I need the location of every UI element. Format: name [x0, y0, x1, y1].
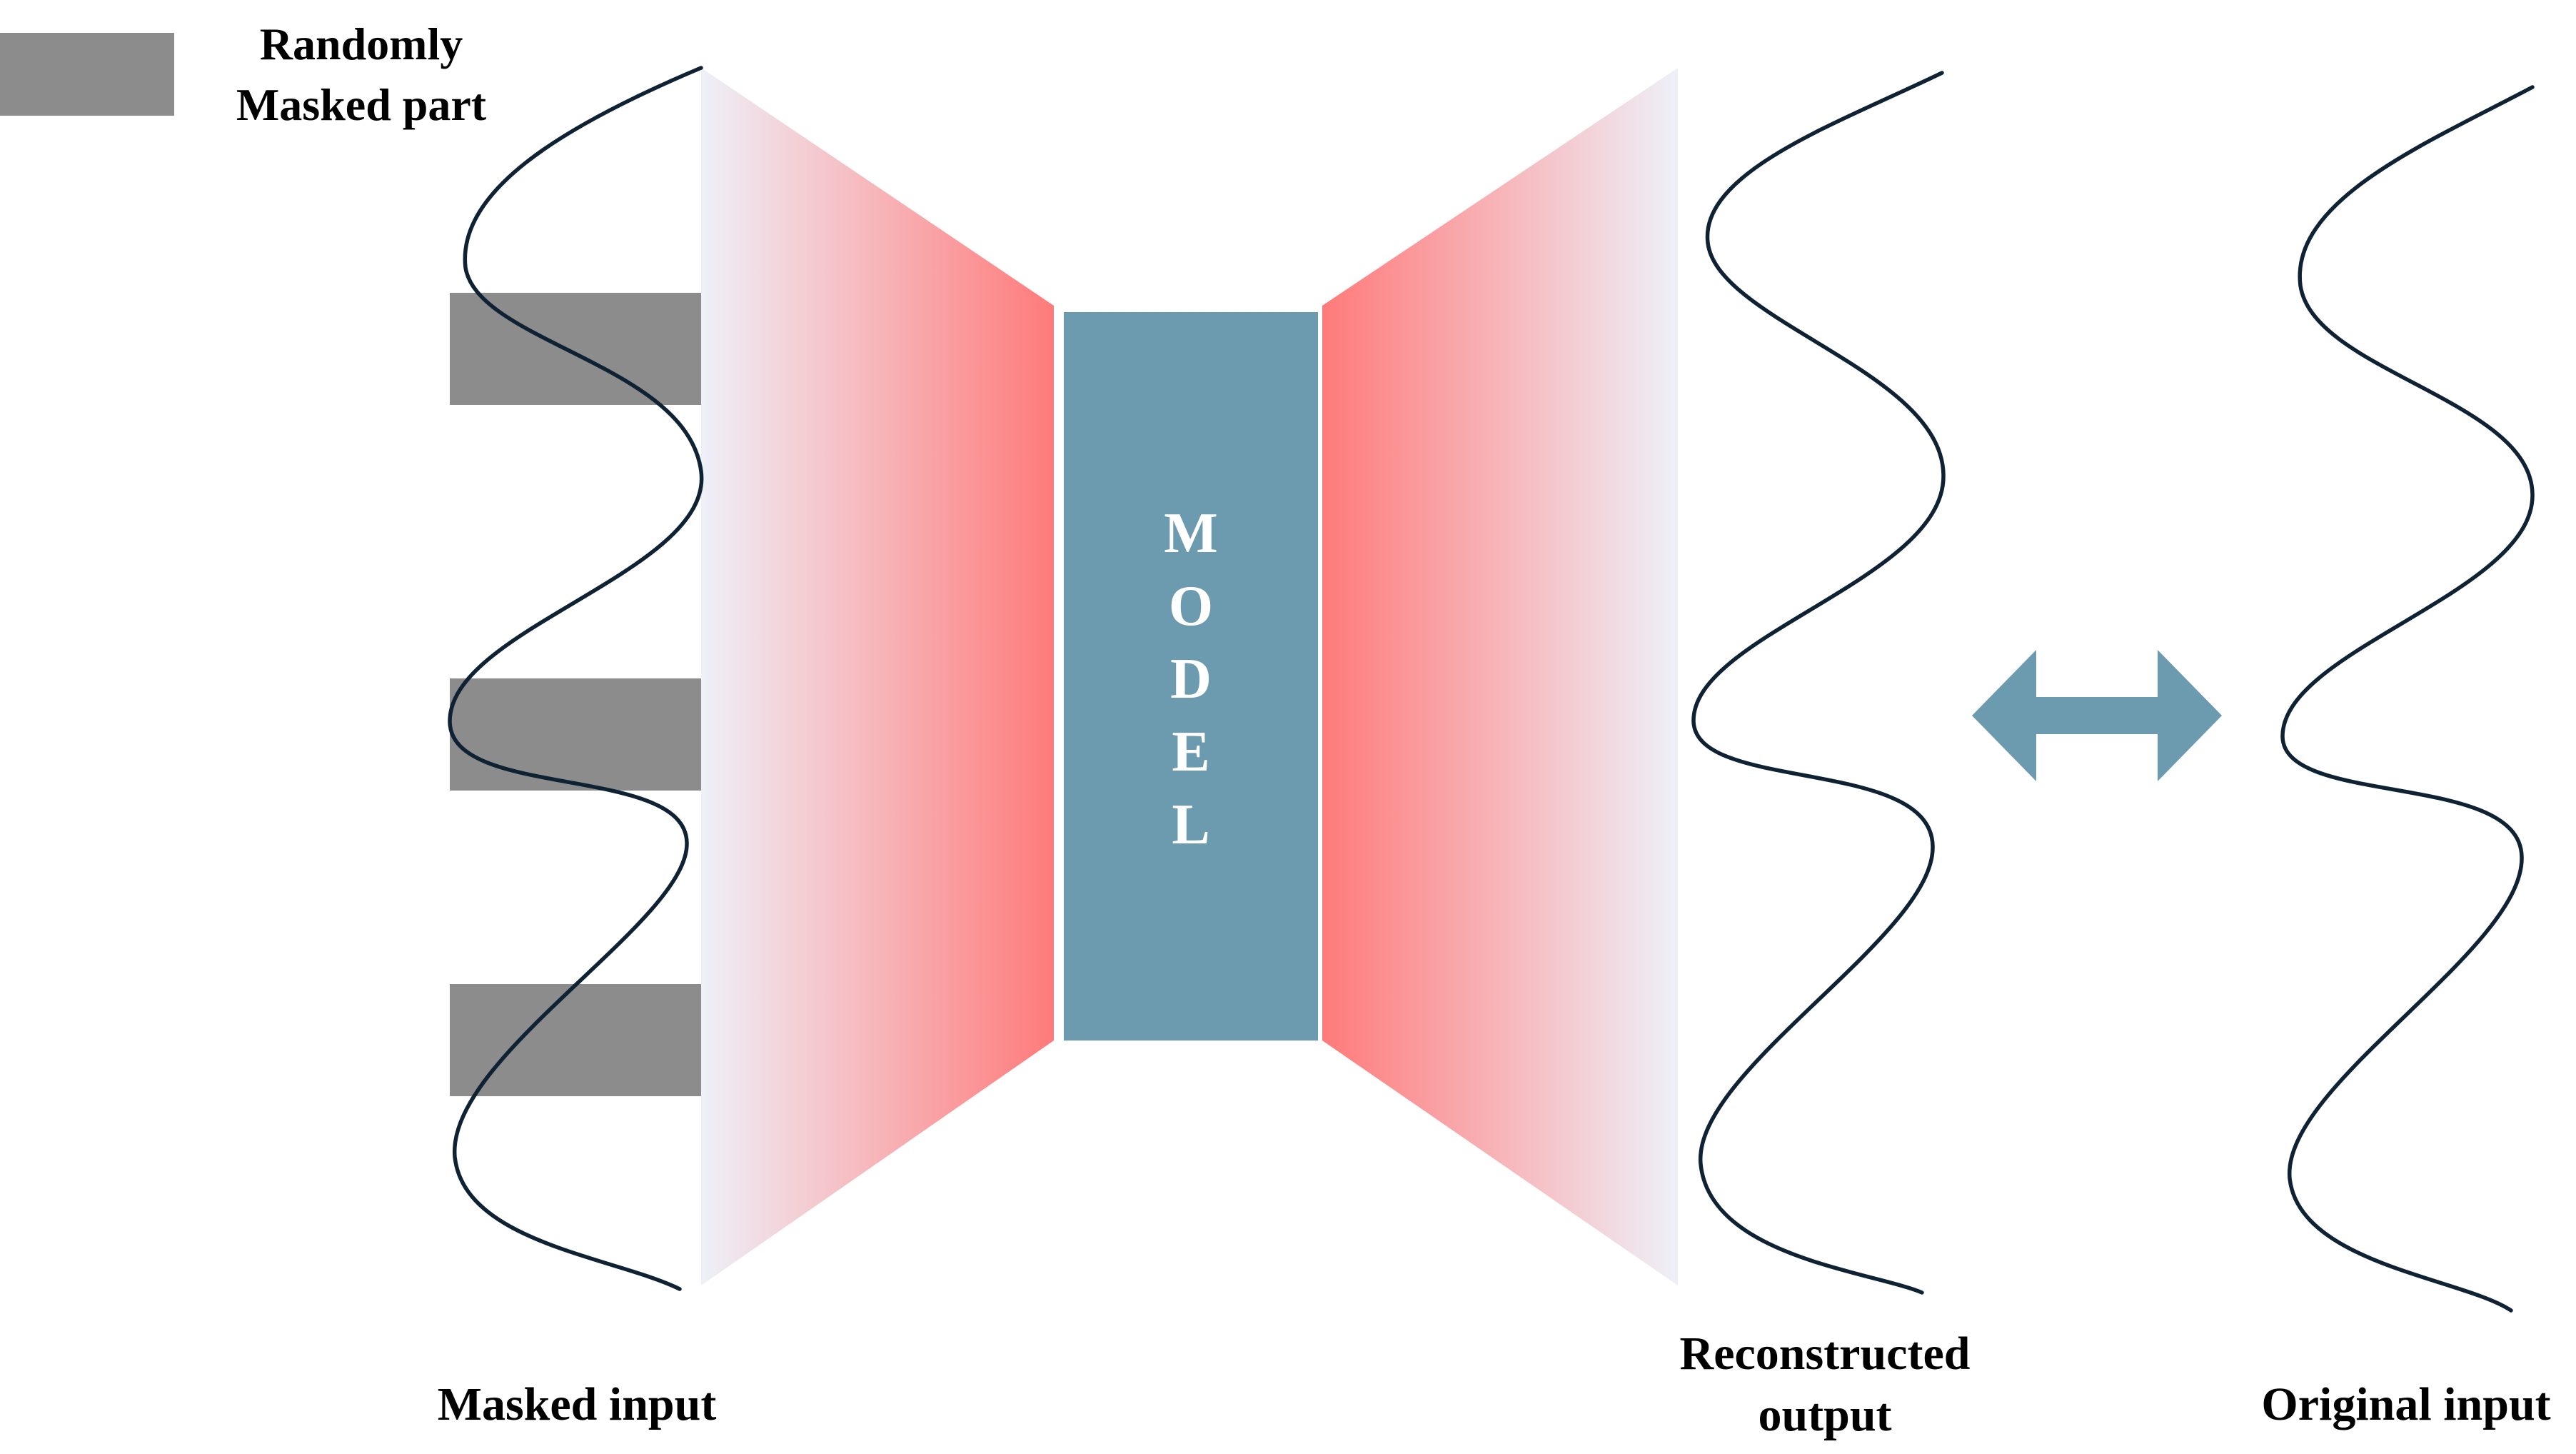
reconstructed-output-label-line1: Reconstructed — [1680, 1328, 1971, 1380]
masked-input-waveform — [448, 66, 704, 1291]
mask-patch-2 — [450, 678, 701, 791]
legend-mask-swatch — [0, 33, 174, 116]
legend-label-line1: Randomly — [260, 19, 463, 69]
model-label: M O D E L — [1164, 502, 1218, 856]
original-input-label: Original input — [2261, 1378, 2550, 1430]
original-input-waveform — [2280, 85, 2535, 1313]
model-letter-o: O — [1169, 575, 1213, 638]
reconstructed-output-waveform — [1691, 71, 1946, 1295]
mask-patch-1 — [450, 293, 701, 405]
legend-label-line2: Masked part — [236, 79, 487, 130]
model-letter-m: M — [1164, 502, 1218, 565]
mask-patch-3 — [450, 984, 701, 1096]
comparison-double-arrow — [1972, 650, 2222, 781]
model-letter-l: L — [1172, 793, 1209, 856]
encoder-funnel — [701, 68, 1054, 1285]
model-letter-e: E — [1172, 721, 1209, 783]
model-letter-d: D — [1170, 648, 1212, 711]
masked-input-label: Masked input — [438, 1378, 717, 1430]
decoder-funnel — [1322, 68, 1678, 1285]
model-block — [1064, 312, 1318, 1041]
reconstructed-output-label-line2: output — [1758, 1389, 1891, 1441]
